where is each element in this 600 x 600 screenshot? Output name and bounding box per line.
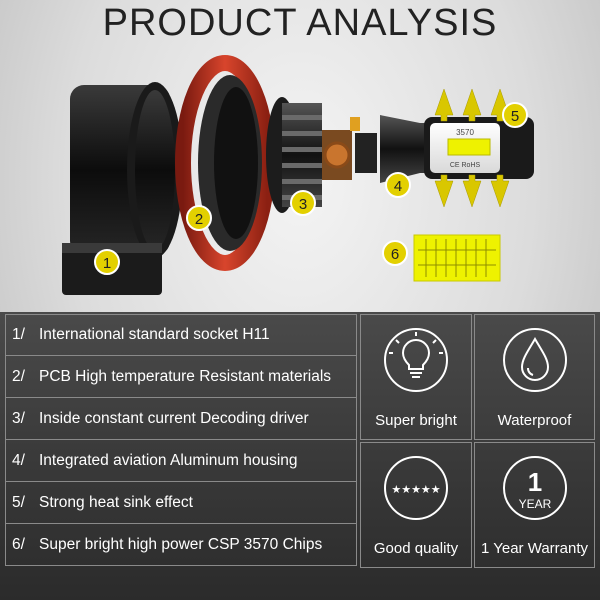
chip-strip-part	[413, 234, 501, 282]
heat-sink-part	[266, 97, 377, 213]
svg-text:1: 1	[527, 467, 541, 497]
marker-4: 4	[385, 172, 411, 198]
feature-row: 3/ Inside constant current Decoding driv…	[5, 398, 357, 440]
svg-text:4: 4	[394, 178, 402, 195]
feature-number: 4/	[12, 451, 25, 469]
product-illustration: 3570 CE RoHS 1 2 3	[62, 55, 534, 295]
feature-text: Super bright high power CSP 3570 Chips	[39, 535, 323, 553]
one-year-icon: 1 YEAR	[502, 456, 567, 520]
feature-number: 5/	[12, 493, 25, 511]
svg-text:5: 5	[511, 108, 519, 125]
feature-number: 3/	[12, 409, 25, 427]
badge-waterproof: Waterproof	[474, 314, 595, 440]
badge-label: 1 Year Warranty	[481, 540, 588, 557]
marker-5: 5	[502, 102, 528, 128]
feature-text: PCB High temperature Resistant materials	[39, 367, 332, 385]
feature-number: 1/	[12, 326, 25, 343]
feature-list: 1/ International standard socket H11 2/ …	[5, 314, 357, 566]
water-drop-icon	[502, 328, 567, 392]
svg-text:★★★★★: ★★★★★	[391, 483, 440, 496]
badge-label: Good quality	[373, 540, 459, 557]
svg-text:1: 1	[103, 255, 111, 272]
svg-text:3570: 3570	[456, 128, 474, 137]
svg-text:6: 6	[391, 246, 399, 263]
badge-label: Super bright	[375, 412, 457, 429]
feature-row: 5/ Strong heat sink effect	[5, 482, 357, 524]
marker-6: 6	[382, 240, 408, 266]
marker-1: 1	[94, 249, 120, 275]
feature-text: Integrated aviation Aluminum housing	[39, 451, 298, 469]
badge-label: Waterproof	[497, 412, 572, 429]
o-ring-part	[175, 55, 275, 271]
bulb-icon	[384, 328, 448, 392]
svg-text:YEAR: YEAR	[518, 497, 551, 511]
svg-text:CE RoHS: CE RoHS	[450, 162, 481, 169]
badge-good-quality: ★★★★★ Good quality	[360, 442, 472, 568]
feature-number: 2/	[12, 367, 25, 385]
feature-row: 2/ PCB High temperature Resistant materi…	[5, 356, 357, 398]
badge-warranty: 1 YEAR 1 Year Warranty	[474, 442, 595, 568]
feature-panel: 1/ International standard socket H11 2/ …	[0, 312, 600, 600]
feature-text: International standard socket H11	[39, 326, 270, 343]
feature-text: Inside constant current Decoding driver	[39, 409, 309, 427]
feature-row: 1/ International standard socket H11	[5, 314, 357, 356]
marker-2: 2	[186, 205, 212, 231]
socket-part	[62, 82, 183, 295]
led-chip-part: 3570 CE RoHS	[430, 88, 510, 208]
page-title: PRODUCT ANALYSIS	[102, 2, 498, 44]
five-star-icon: ★★★★★	[384, 456, 448, 520]
feature-row: 4/ Integrated aviation Aluminum housing	[5, 440, 357, 482]
marker-3: 3	[290, 190, 316, 216]
badge-super-bright: Super bright	[360, 314, 472, 440]
svg-text:2: 2	[195, 211, 203, 228]
feature-row: 6/ Super bright high power CSP 3570 Chip…	[5, 524, 357, 566]
feature-text: Strong heat sink effect	[39, 493, 193, 511]
svg-text:3: 3	[299, 196, 307, 213]
feature-number: 6/	[12, 535, 25, 553]
